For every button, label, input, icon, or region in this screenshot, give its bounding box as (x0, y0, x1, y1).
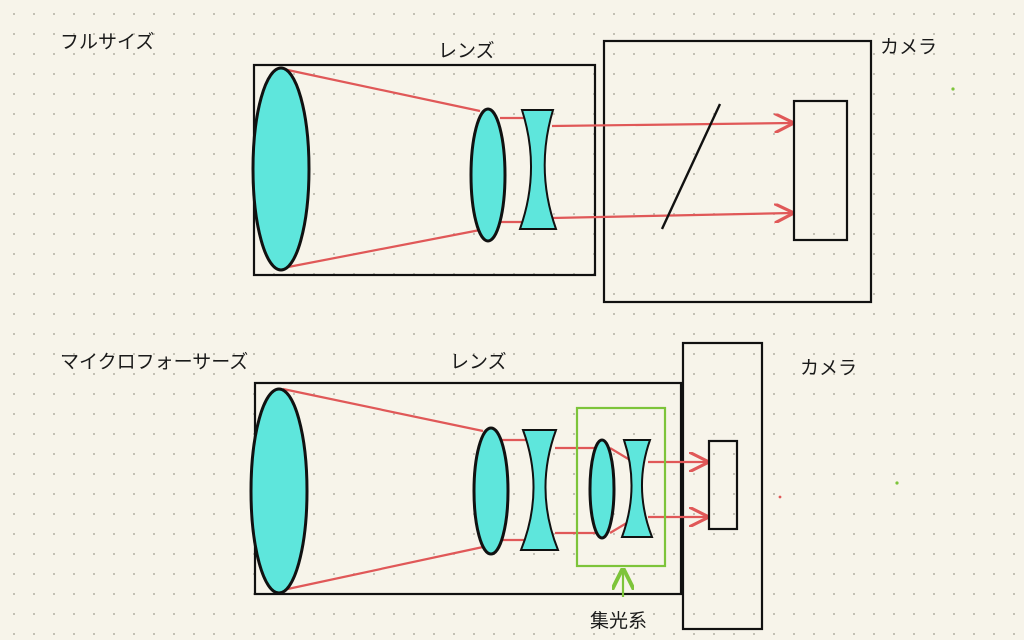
full-frame-lens-label: レンズ (438, 40, 495, 62)
full-frame-convex-lens (469, 107, 507, 243)
full-frame-camera-body (602, 39, 873, 304)
full-frame-ray-top (282, 67, 481, 113)
mft-ray-top (282, 387, 484, 433)
mft-concave-lens (519, 429, 560, 551)
mft-ray-inner-top (609, 447, 631, 461)
mft-condenser-convex-lens (588, 438, 616, 540)
full-frame-sensor (792, 99, 849, 242)
stray-dot (951, 87, 955, 91)
mft-condenser-label: 集光系 (590, 610, 647, 632)
full-frame-ray-bottom (282, 228, 481, 270)
stray-dot (895, 481, 899, 485)
full-frame-front-lens (251, 66, 311, 272)
mft-convex-lens (472, 426, 510, 556)
full-frame-ray-arrow-top (551, 123, 792, 126)
mft-ray-bottom (282, 545, 484, 592)
mft-camera-body (681, 341, 764, 631)
full-frame-concave-lens (518, 109, 558, 230)
mft-condenser-box (575, 406, 667, 568)
stray-dot (778, 495, 782, 499)
full-frame-section: フルサイズ レンズ カメラ (60, 31, 937, 304)
full-frame-camera-label: カメラ (880, 36, 937, 58)
full-frame-ray-arrow-bottom (551, 213, 792, 218)
mft-sensor (707, 439, 739, 531)
mft-lens-barrel (253, 381, 683, 596)
mft-section: マイクロフォーサーズ レンズ カメラ 集光系 (60, 341, 857, 632)
mft-condenser-concave-lens (620, 439, 654, 538)
mft-title: マイクロフォーサーズ (60, 351, 248, 373)
mft-camera-label: カメラ (800, 357, 857, 379)
full-frame-title: フルサイズ (60, 31, 154, 53)
mft-lens-label: レンズ (450, 351, 507, 373)
full-frame-mirror (660, 103, 722, 230)
mft-front-lens (249, 387, 309, 595)
